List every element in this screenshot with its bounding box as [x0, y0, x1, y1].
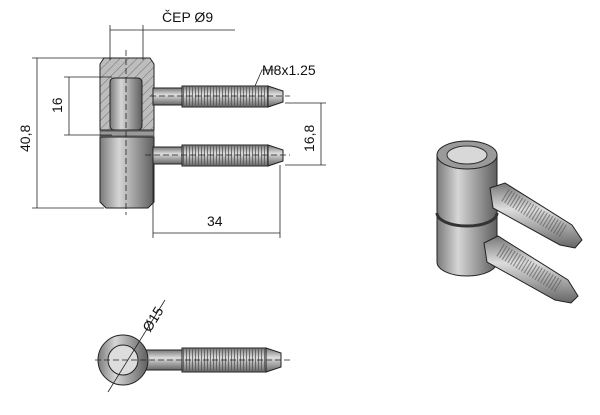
- thread-label: M8x1.25: [262, 62, 316, 78]
- upper-screw: [152, 85, 284, 108]
- iso-view: [435, 140, 583, 304]
- dimensions: ČEP Ø9 40,8 16 16,8 34 M8x1.25: [17, 9, 326, 238]
- ring-diameter-label: Ø15: [139, 303, 167, 334]
- iso-upper-screw: [489, 182, 583, 249]
- top-view: Ø15: [95, 299, 290, 393]
- total-height-label: 40,8: [17, 125, 33, 152]
- pin-height-label: 16: [49, 97, 65, 113]
- lower-knuckle: [99, 136, 155, 209]
- iso-lower-screw: [483, 235, 579, 304]
- side-view: [99, 50, 290, 215]
- pin-diameter-label: ČEP Ø9: [162, 9, 213, 25]
- pin-spacing-label: 16,8: [301, 125, 317, 152]
- pin-length-label: 34: [207, 213, 223, 229]
- lower-screw: [152, 144, 284, 167]
